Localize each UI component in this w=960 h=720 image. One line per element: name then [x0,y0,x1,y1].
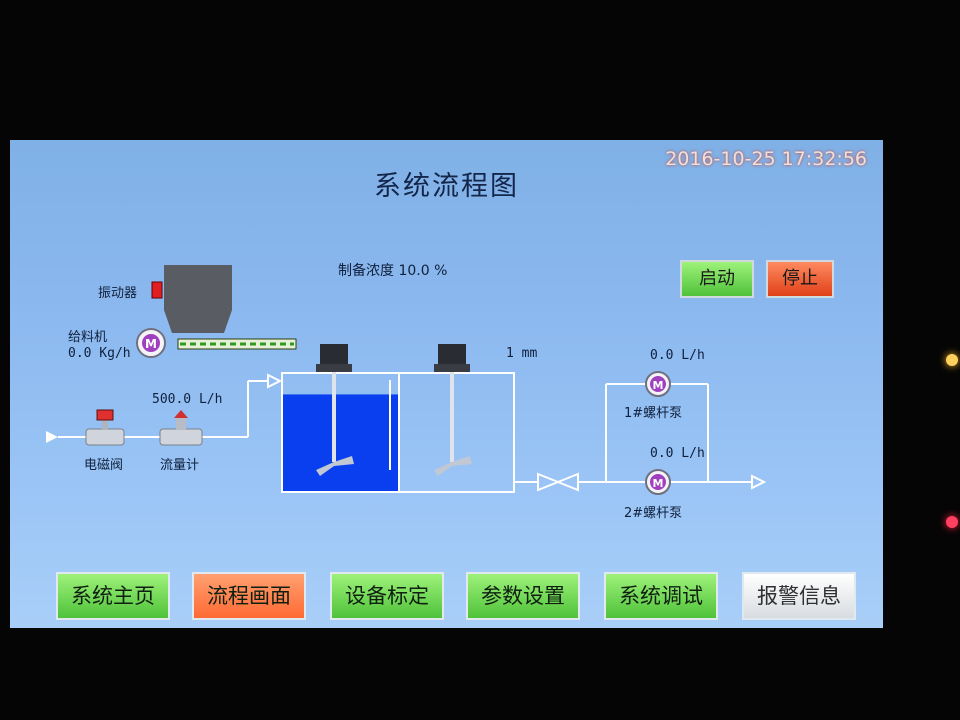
drain-valve-icon[interactable] [537,472,579,492]
feeder-motor-icon[interactable]: M [136,328,166,358]
pump-2-flow-value: 0.0 L/h [650,446,705,461]
datetime-display: 2016-10-25 17:32:56 [665,148,867,170]
flow-rate-value: 500.0 L/h [152,392,223,407]
svg-text:M: M [653,477,664,490]
start-button[interactable]: 启动 [680,260,754,298]
outlet-pipe [514,383,767,490]
status-indicator-light [946,516,958,528]
feeder-label: 给料机 [68,330,108,345]
concentration-readout: 制备浓度 10.0 % [338,263,448,279]
pump-1-flow-value: 0.0 L/h [650,348,705,363]
nav-calibration-button[interactable]: 设备标定 [330,572,444,620]
pump-2-label: 2#螺杆泵 [624,506,683,521]
svg-text:M: M [653,379,664,392]
svg-text:M: M [145,337,157,351]
agitator-2-icon[interactable] [434,344,472,476]
flowmeter-label: 流量计 [160,458,200,473]
nav-flow-screen-button[interactable]: 流程画面 [192,572,306,620]
screw-conveyor [177,338,297,350]
vibrator-icon[interactable] [151,281,163,299]
screw-pump-2-icon[interactable]: M [645,469,671,495]
agitator-1-icon[interactable] [316,344,354,476]
solenoid-valve-icon[interactable] [85,409,125,446]
nav-alarm-info-button[interactable]: 报警信息 [742,572,856,620]
pump-1-label: 1#螺杆泵 [624,406,683,421]
tank-level-value: 1 mm [506,346,538,361]
process-diagram: M [46,265,767,495]
hopper [164,265,232,333]
feeder-rate-value: 0.0 Kg/h [68,346,131,361]
page-title: 系统流程图 [374,171,519,202]
solenoid-valve-label: 电磁阀 [84,458,124,473]
nav-parameters-button[interactable]: 参数设置 [466,572,580,620]
mixing-tank [281,372,515,493]
screw-pump-1-icon[interactable]: M [645,371,671,397]
hmi-screen: 系统流程图 2016-10-25 17:32:56 制备浓度 10.0 % M [10,140,883,628]
nav-system-home-button[interactable]: 系统主页 [56,572,170,620]
nav-debug-button[interactable]: 系统调试 [604,572,718,620]
vibrator-label: 振动器 [98,286,138,301]
stop-button[interactable]: 停止 [766,260,834,298]
flowmeter-icon[interactable] [159,410,203,446]
inlet-pipe [46,373,283,443]
power-indicator-light [946,354,958,366]
